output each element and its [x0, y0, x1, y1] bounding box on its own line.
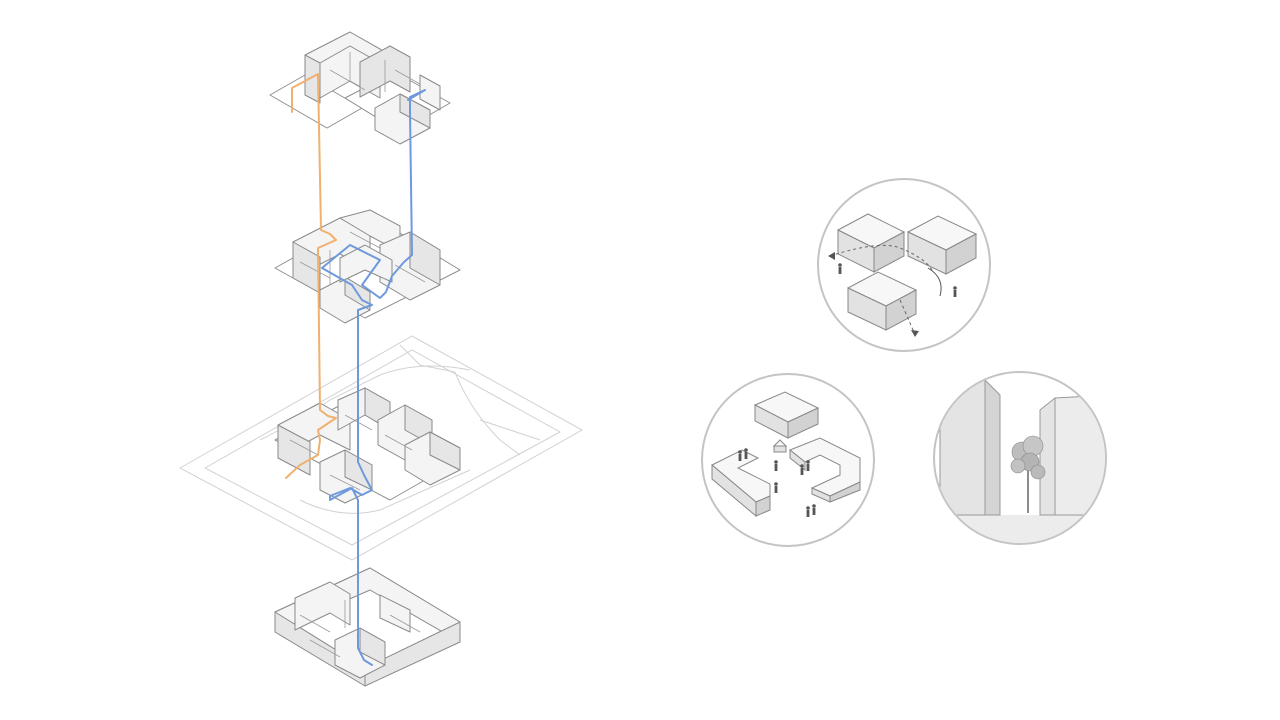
circulation-blue — [321, 89, 426, 666]
tree-icon — [1010, 435, 1046, 513]
person-icon — [812, 504, 816, 515]
person-icon — [806, 460, 810, 471]
person-icon — [744, 448, 748, 459]
top-floor — [269, 31, 451, 145]
vignette-courtyard-gathering — [701, 373, 875, 547]
person-icon — [738, 450, 742, 461]
person-icon — [800, 464, 804, 475]
person-icon — [774, 482, 778, 493]
person-icon — [806, 506, 810, 517]
circulation-orange — [285, 73, 337, 479]
person-icon — [774, 460, 778, 471]
vignette-narrow-gap-with-tree — [933, 371, 1107, 545]
person-icon — [953, 286, 957, 297]
basement — [274, 567, 461, 687]
ground-floor — [274, 387, 461, 504]
vignette-path-between-blocks — [817, 178, 991, 352]
person-icon — [838, 263, 842, 274]
